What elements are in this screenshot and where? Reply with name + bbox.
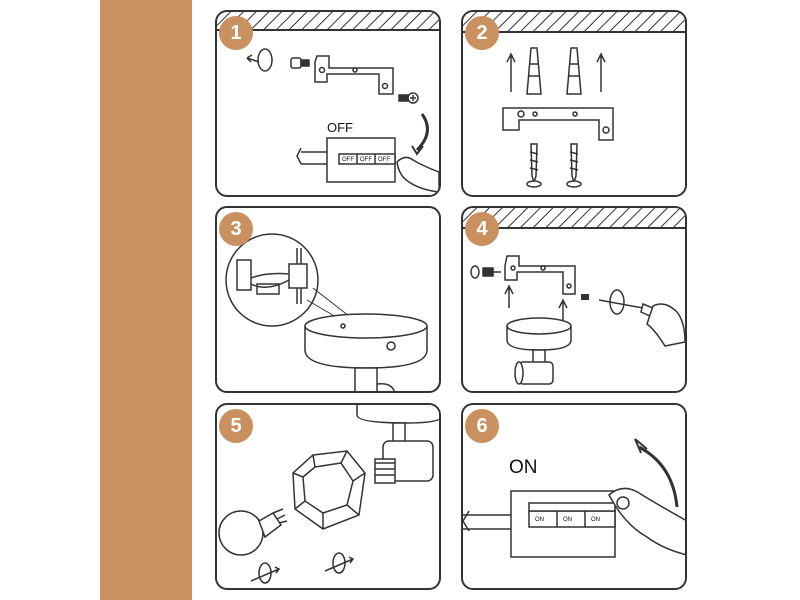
mounting-bracket-icon — [504, 255, 576, 295]
hand-icon — [396, 156, 439, 193]
wiring-detail-icon — [225, 233, 319, 327]
toggle-label-1: ON — [535, 517, 544, 523]
step-5-badge: 5 — [219, 409, 253, 443]
screw-icon — [290, 57, 310, 69]
step-6-panel: 6 ON ON ON ON — [461, 403, 687, 590]
wood-screw-icon — [526, 143, 582, 188]
curved-arrow-icon — [415, 113, 429, 152]
rotate-arrow-icon — [250, 552, 355, 584]
mounting-bracket-icon — [502, 107, 614, 141]
cage-shade-icon — [292, 450, 366, 530]
toggle-label-3: ON — [591, 517, 600, 523]
step-2-illustration — [463, 12, 685, 188]
small-screw-icon — [398, 92, 419, 104]
ceiling-base-icon — [304, 313, 428, 391]
toggle-label-1: OFF — [342, 157, 354, 163]
ceiling-hatch — [463, 208, 685, 228]
canopy-icon — [506, 317, 572, 385]
step-1-badge: 1 — [219, 16, 253, 50]
step-2-panel: 2 — [461, 10, 687, 197]
step-1-illustration — [217, 12, 439, 193]
step-4-panel: 4 — [461, 206, 687, 393]
step-5-illustration — [218, 405, 439, 584]
step-2-badge: 2 — [465, 16, 499, 50]
screw-icon — [470, 265, 501, 279]
bulb-icon — [218, 508, 288, 556]
toggle-label-2: OFF — [360, 157, 372, 163]
accent-sidebar — [100, 0, 192, 600]
switch-panel-icon — [296, 137, 396, 183]
step-6-illustration — [463, 438, 685, 558]
up-arrow-icon — [504, 284, 568, 320]
step-3-panel: 3 — [215, 206, 441, 393]
up-arrow-icon — [506, 52, 606, 92]
step-4-badge: 4 — [465, 212, 499, 246]
step-5-panel: 5 — [215, 403, 441, 590]
step-4-illustration — [463, 208, 685, 385]
step-6-badge: 6 — [465, 409, 499, 443]
rotate-arrow-icon — [246, 48, 273, 72]
step-1-panel: 1 — [215, 10, 441, 197]
on-label: ON — [509, 457, 538, 478]
step-3-illustration — [225, 233, 428, 391]
off-label: OFF — [327, 120, 353, 135]
mounting-bracket-icon — [314, 55, 394, 95]
curved-arrow-icon — [634, 438, 679, 508]
canopy-icon — [356, 405, 439, 484]
switch-panel-icon — [463, 490, 616, 558]
ceiling-hatch — [217, 12, 439, 30]
ceiling-hatch — [463, 12, 685, 32]
step-3-badge: 3 — [219, 212, 253, 246]
hand-icon — [646, 303, 685, 347]
toggle-label-3: OFF — [378, 157, 390, 163]
toggle-label-2: ON — [563, 517, 572, 523]
wall-plug-icon — [526, 47, 582, 95]
